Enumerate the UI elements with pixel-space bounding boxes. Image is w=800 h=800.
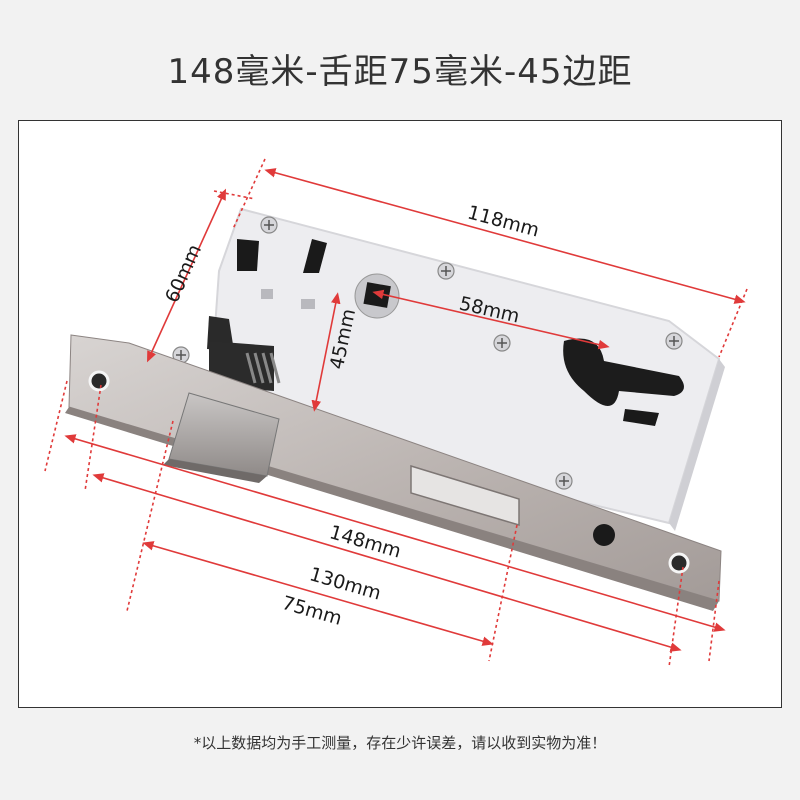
dim-label-60: 60mm: [161, 241, 206, 306]
dimension-lines: [44, 158, 748, 668]
page-title: 148毫米-舌距75毫米-45边距: [167, 52, 633, 92]
measurement-disclaimer: *以上数据均为手工测量，存在少许误差，请以收到实物为准！: [193, 734, 607, 752]
product-photo: 118mm 60mm 58mm 45mm 148mm 130mm 75mm: [18, 120, 782, 708]
mortise-lock-illustration: 118mm 60mm 58mm 45mm 148mm 130mm 75mm: [44, 158, 748, 668]
dim-label-130: 130mm: [307, 563, 384, 604]
